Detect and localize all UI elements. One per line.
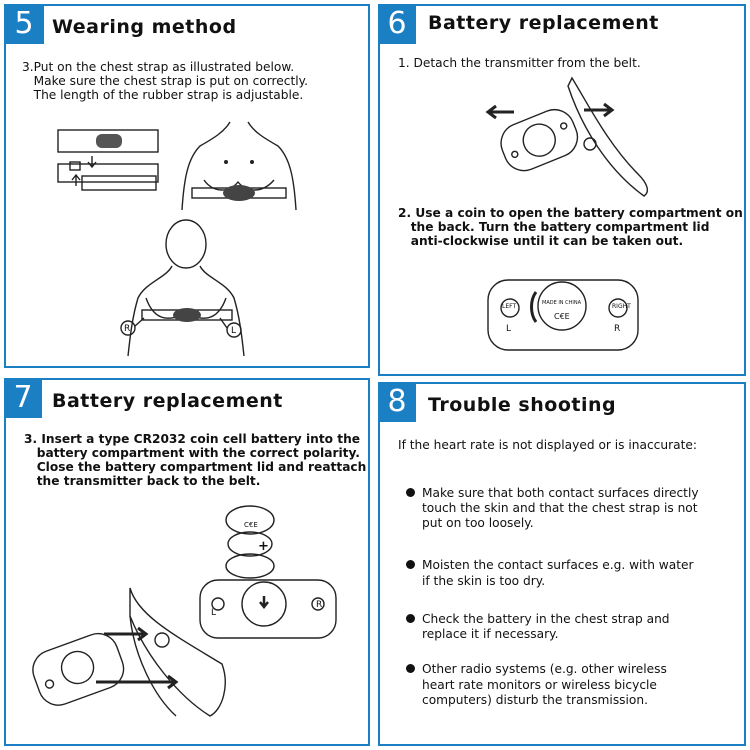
panel-title: Battery replacement <box>428 12 659 34</box>
left-marker-label: L <box>211 608 217 618</box>
bullet-icon <box>406 664 415 673</box>
tip-line: Moisten the contact surfaces e.g. with w… <box>422 558 694 572</box>
panel-title: Wearing method <box>52 16 237 38</box>
instruction-line: the transmitter back to the belt. <box>24 474 261 488</box>
made-in-label: MADE IN CHINA <box>542 300 582 306</box>
panel-title: Battery replacement <box>52 390 283 412</box>
panel-wearing-method: 5 Wearing method 3.Put on the chest stra… <box>4 4 370 368</box>
step-number-6: 6 <box>378 4 416 44</box>
tip-line: Other radio systems (e.g. other wireless <box>422 662 667 676</box>
torso-back-illustration <box>120 219 245 357</box>
instruction-line: battery compartment with the correct pol… <box>24 446 360 460</box>
strap-buckle-illustration <box>57 129 159 191</box>
ce-mark: C€E <box>554 312 570 321</box>
instruction-line: 3. Insert a type CR2032 coin cell batter… <box>24 432 361 446</box>
transmitter-back-illustration <box>487 279 639 351</box>
tip-line: if the skin is too dry. <box>422 574 546 588</box>
panel-battery-replacement-2: 7 Battery replacement 3. Insert a type C… <box>4 378 370 746</box>
bullet-icon <box>406 614 415 623</box>
tip-line: touch the skin and that the chest strap … <box>422 501 698 515</box>
detach-transmitter-illustration <box>485 76 649 197</box>
instruction-line: 2. Use a coin to open the battery compar… <box>398 206 743 220</box>
instruction-line: 1. Detach the transmitter from the belt. <box>398 56 641 70</box>
left-marker-label: L <box>506 324 512 334</box>
tip-line: put on too loosely. <box>422 516 534 530</box>
bullet-icon <box>406 488 415 497</box>
left-marker-label: L <box>231 326 237 336</box>
battery-insertion-illustration <box>199 505 337 639</box>
tip-line: Make sure that both contact surfaces dir… <box>422 486 699 500</box>
plus-sign: + <box>258 539 269 554</box>
right-marker-label: R <box>316 600 323 610</box>
instruction-line: 3.Put on the chest strap as illustrated … <box>22 60 295 74</box>
left-label: LEFT <box>502 303 517 310</box>
tip-line: replace it if necessary. <box>422 627 559 641</box>
right-marker-label: R <box>614 324 621 334</box>
instruction-line: The length of the rubber strap is adjust… <box>22 88 304 102</box>
right-marker-label: R <box>124 324 131 334</box>
panel-battery-replacement-1: 6 Battery replacement 1. Detach the tran… <box>378 4 746 376</box>
ce-mark: C€E <box>244 521 258 529</box>
reattach-transmitter-illustration <box>32 587 226 717</box>
tip-line: computers) disturb the transmission. <box>422 693 648 707</box>
step-number-8: 8 <box>378 382 416 422</box>
torso-front-illustration <box>181 121 297 211</box>
instruction-line: Make sure the chest strap is put on corr… <box>22 74 308 88</box>
step-number-5: 5 <box>4 4 44 44</box>
right-label: RIGHT <box>612 303 631 310</box>
bullet-icon <box>406 560 415 569</box>
tip-line: heart rate monitors or wireless bicycle <box>422 678 657 692</box>
intro-line: If the heart rate is not displayed or is… <box>398 438 697 452</box>
panel-trouble-shooting: 8 Trouble shooting If the heart rate is … <box>378 382 746 746</box>
instruction-line: the back. Turn the battery compartment l… <box>398 220 710 234</box>
tip-line: Check the battery in the chest strap and <box>422 612 670 626</box>
instruction-line: Close the battery compartment lid and re… <box>24 460 367 474</box>
panel-title: Trouble shooting <box>428 394 617 416</box>
step-number-7: 7 <box>4 378 42 418</box>
instruction-line: anti-clockwise until it can be taken out… <box>398 234 684 248</box>
